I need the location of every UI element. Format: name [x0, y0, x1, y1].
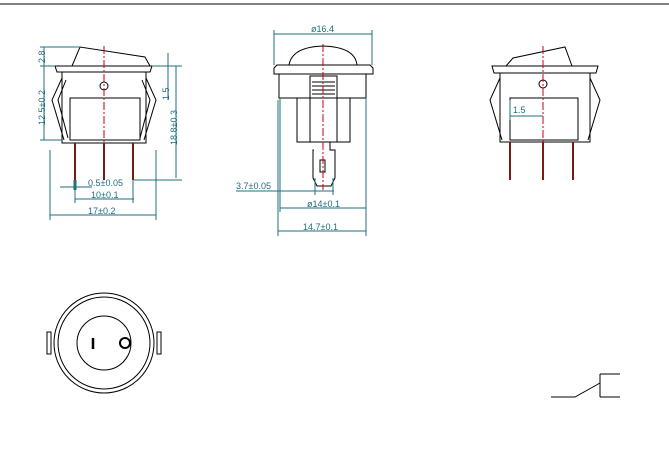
dim-body-width: 14.7±0.1 [303, 222, 338, 232]
dim-rocker-height: 2.8 [37, 50, 47, 63]
top-view [46, 292, 162, 394]
dim-width: 17±0.2 [88, 206, 115, 216]
dim-offset: 1.5 [513, 105, 526, 115]
switch-schematic-icon [551, 373, 620, 398]
front-view: ø16.4 3.7±0.05 ø14±0.1 14.7±0.1 [236, 24, 374, 236]
side-view: 2.8 12.5±0.2 1.5 18.8±0.3 0.5±0.05 10±0.… [37, 46, 182, 220]
dim-pin-pitch: 10±0.1 [91, 190, 118, 200]
dim-tab-width: 3.7±0.05 [236, 181, 271, 191]
dim-pin-width: 0.5±0.05 [88, 178, 123, 188]
dim-flange: 1.5 [161, 87, 171, 100]
dim-body-height: 12.5±0.2 [37, 90, 47, 125]
rear-view: 1.5 [489, 46, 601, 182]
dim-total-height: 18.8±0.3 [169, 110, 179, 145]
dim-body-diameter: ø14±0.1 [307, 199, 340, 209]
on-symbol-icon [119, 337, 131, 349]
dim-cap-diameter: ø16.4 [311, 24, 334, 34]
